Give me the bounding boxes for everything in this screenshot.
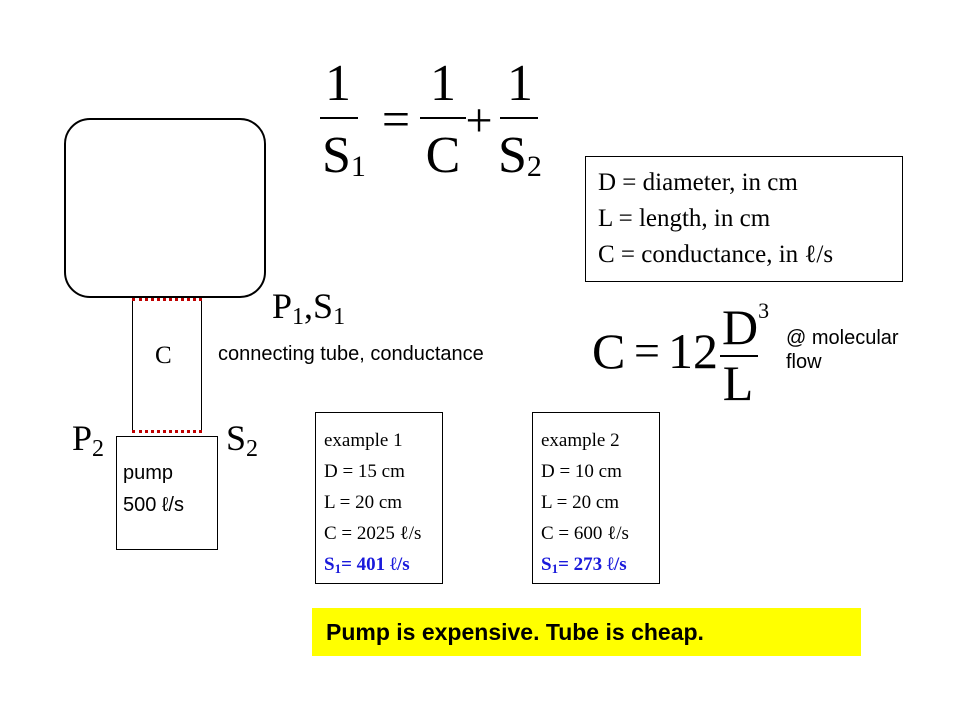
definition-length: L = length, in cm [598,205,771,232]
eq-term2-numerator: 1 [507,55,533,112]
definition-diameter: D = diameter, in cm [598,169,798,196]
conductance-equation: C = 12 D3 L [592,300,769,408]
eq-lhs-denominator: S1 [322,127,366,184]
flow-regime-note: @ molecular flow [786,327,899,373]
vacuum-chamber [64,118,266,298]
example-2-length: L = 20 cm [541,492,620,513]
definitions-box: D = diameter, in cm L = length, in cm C … [585,156,903,282]
cond-numerator: D3 [722,300,769,355]
eq-term1-denominator: C [426,127,461,184]
example-2-conductance: C = 600 ℓ/s [541,523,629,544]
eq-term1-numerator: 1 [430,55,456,112]
pump-pressure-label: P2 [72,418,105,462]
pump-name: pump [123,462,174,484]
eq-plus-sign: + [465,94,492,147]
cond-coefficient: 12 [668,323,718,379]
example-2-diameter: D = 10 cm [541,461,622,482]
definition-conductance: C = conductance, in ℓ/s [598,241,834,268]
chamber-pressure-speed-label: P1,S1 [272,286,346,330]
eq-term2-denominator: S2 [498,127,542,184]
cond-equals: = [634,325,660,376]
example-1-length: L = 20 cm [324,492,403,513]
connecting-tube [132,298,202,432]
pump-box: pump 500 ℓ/s [116,436,218,550]
tube-top-flange [132,298,202,301]
eq-equals-sign: = [382,91,410,147]
example-2-title: example 2 [541,430,620,451]
example-1-title: example 1 [324,430,403,451]
example-1-diameter: D = 15 cm [324,461,405,482]
conclusion-banner: Pump is expensive. Tube is cheap. [312,608,861,656]
example-1-conductance: C = 2025 ℓ/s [324,523,422,544]
connecting-tube-caption: connecting tube, conductance [218,343,484,365]
tube-conductance-label: C [155,342,172,369]
example-2-box: example 2 D = 10 cm L = 20 cm C = 600 ℓ/… [532,412,660,584]
cond-lhs: C [592,323,625,379]
eq-lhs-numerator: 1 [325,55,351,112]
pump-speed: 500 ℓ/s [123,494,184,516]
tube-bottom-flange [132,430,202,433]
example-1-result: S1= 401 ℓ/s [324,554,410,576]
example-2-result: S1= 273 ℓ/s [541,554,627,576]
example-1-box: example 1 D = 15 cm L = 20 cm C = 2025 ℓ… [315,412,443,584]
pump-speed-label: S2 [226,418,259,462]
cond-denominator: L [723,355,754,408]
series-speed-equation: 1 S1 = 1 C + 1 S2 [320,55,542,184]
